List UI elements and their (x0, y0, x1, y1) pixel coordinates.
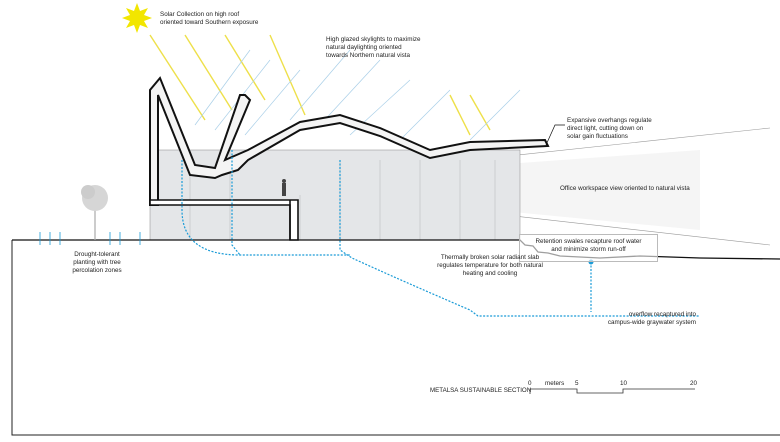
text-line: regulates temperature for both natural (437, 262, 543, 269)
text-line: planting with tree (73, 259, 121, 266)
skylight-rays (194, 49, 521, 141)
text-line: Expansive overhangs regulate (567, 117, 652, 124)
text-line: towards Northern natural vista (326, 52, 410, 59)
drawing-title: METALSA SUSTAINABLE SECTION (430, 387, 532, 394)
scale-bar (529, 388, 695, 394)
swale-annotation: Retention swales recapture roof water an… (519, 238, 658, 254)
text-line: natural daylighting oriented (326, 44, 402, 51)
tree-icon (81, 185, 108, 240)
roof-section (149, 76, 550, 206)
sun-rays (149, 34, 491, 136)
scale-tick-0: 0 (528, 380, 532, 387)
text-line: High glazed skylights to maximize (326, 36, 421, 43)
text-line: oriented toward Southern exposure (160, 19, 259, 26)
leader-lines (545, 124, 565, 146)
text-line: solar gain fluctuations (567, 133, 628, 140)
text-line: Thermally broken solar radiant slab (440, 254, 540, 261)
skylight-annotation: High glazed skylights to maximize natura… (326, 36, 421, 60)
text-line: direct light, cutting down on (567, 125, 644, 132)
building-glazing (149, 149, 521, 241)
scale-unit: meters (545, 380, 565, 387)
text-line: overflow recaptured into (628, 311, 696, 318)
scale-tick-5: 5 (575, 380, 579, 387)
office-view-annotation: Office workspace view oriented to natura… (560, 185, 690, 192)
text-line: campus-wide graywater system (607, 319, 696, 326)
scale-tick-10: 10 (620, 380, 628, 387)
text-line: Solar Collection on high roof (160, 11, 240, 18)
overflow-annotation: overflow recaptured into campus-wide gra… (606, 311, 696, 327)
sun-icon (122, 3, 152, 33)
person-figure (282, 179, 286, 196)
swale-callout-box (519, 234, 658, 262)
site-boundary (11, 240, 780, 436)
overhang-annotation: Expansive overhangs regulate direct ligh… (567, 117, 652, 141)
percolation-arrows (39, 232, 141, 245)
text-line: Retention swales recapture roof water (535, 238, 642, 245)
text-line: percolation zones (72, 267, 122, 274)
water-flow-path (181, 150, 700, 317)
planting-annotation: Drought-tolerant planting with tree perc… (62, 251, 132, 275)
scale-tick-20: 20 (690, 380, 698, 387)
text-line: heating and cooling (462, 270, 518, 277)
solar-annotation: Solar Collection on high roof oriented t… (160, 11, 258, 27)
text-line: and minimize storm run-off (551, 246, 626, 253)
slab-annotation: Thermally broken solar radiant slab regu… (420, 254, 560, 278)
text-line: Drought-tolerant (74, 251, 120, 258)
